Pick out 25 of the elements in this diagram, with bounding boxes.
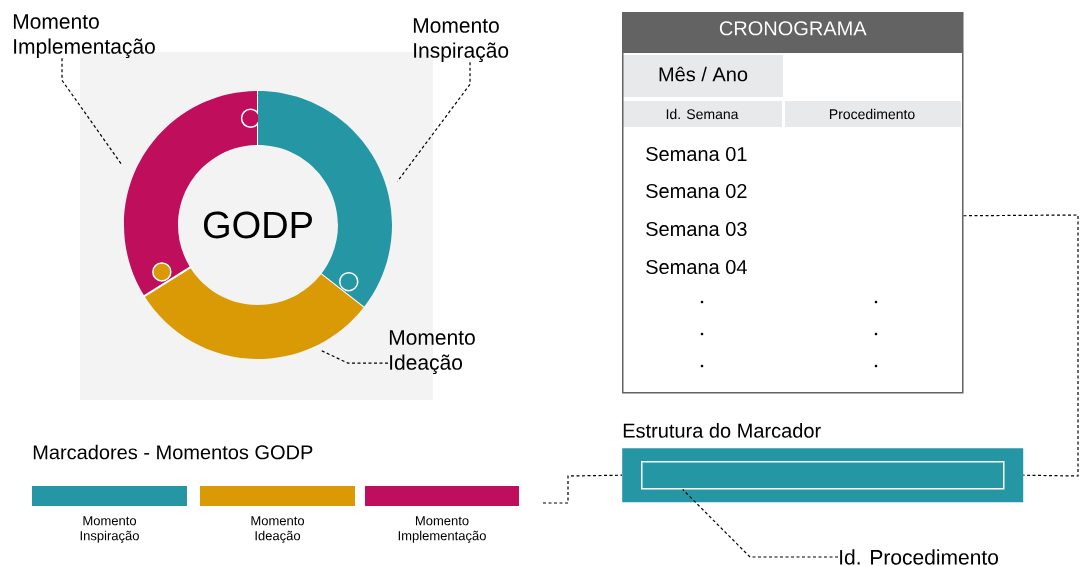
table-header-cell: Mês / Ano (659, 66, 748, 82)
table-cell: Semana 01 (646, 146, 747, 162)
leader-text: Id. Procedimento (840, 549, 998, 565)
legend-label: Momento Implementação (398, 516, 486, 543)
leader-line (542, 474, 623, 504)
table-cell: Semana 03 (646, 221, 747, 237)
leader-text: Momento Implementação (13, 14, 155, 59)
leader-text: Momento Inspiração (413, 18, 509, 63)
ring-segment (142, 262, 364, 359)
center-title: GODP (203, 211, 312, 239)
leader-line (962, 214, 1079, 477)
leader-line (320, 349, 389, 364)
legend-label: Momento Inspiração (80, 516, 139, 543)
leader-line (396, 61, 471, 182)
node-label: Estrutura do Marcador (623, 423, 821, 438)
leader-text: Momento Ideação (389, 330, 475, 375)
table-header-cell: Id. Semana (666, 108, 739, 120)
table-cell: Semana 04 (646, 259, 747, 275)
inner-frame (641, 461, 1005, 490)
leader-line (61, 57, 123, 165)
marker-bar: Estrutura do Marcador (622, 423, 1024, 503)
table-header-cell: Procedimento (829, 108, 915, 120)
section-heading: Marcadores - Momentos GODP (33, 444, 313, 460)
table-cell: Semana 02 (646, 183, 747, 199)
legend-label: Momento Ideação (251, 516, 305, 543)
